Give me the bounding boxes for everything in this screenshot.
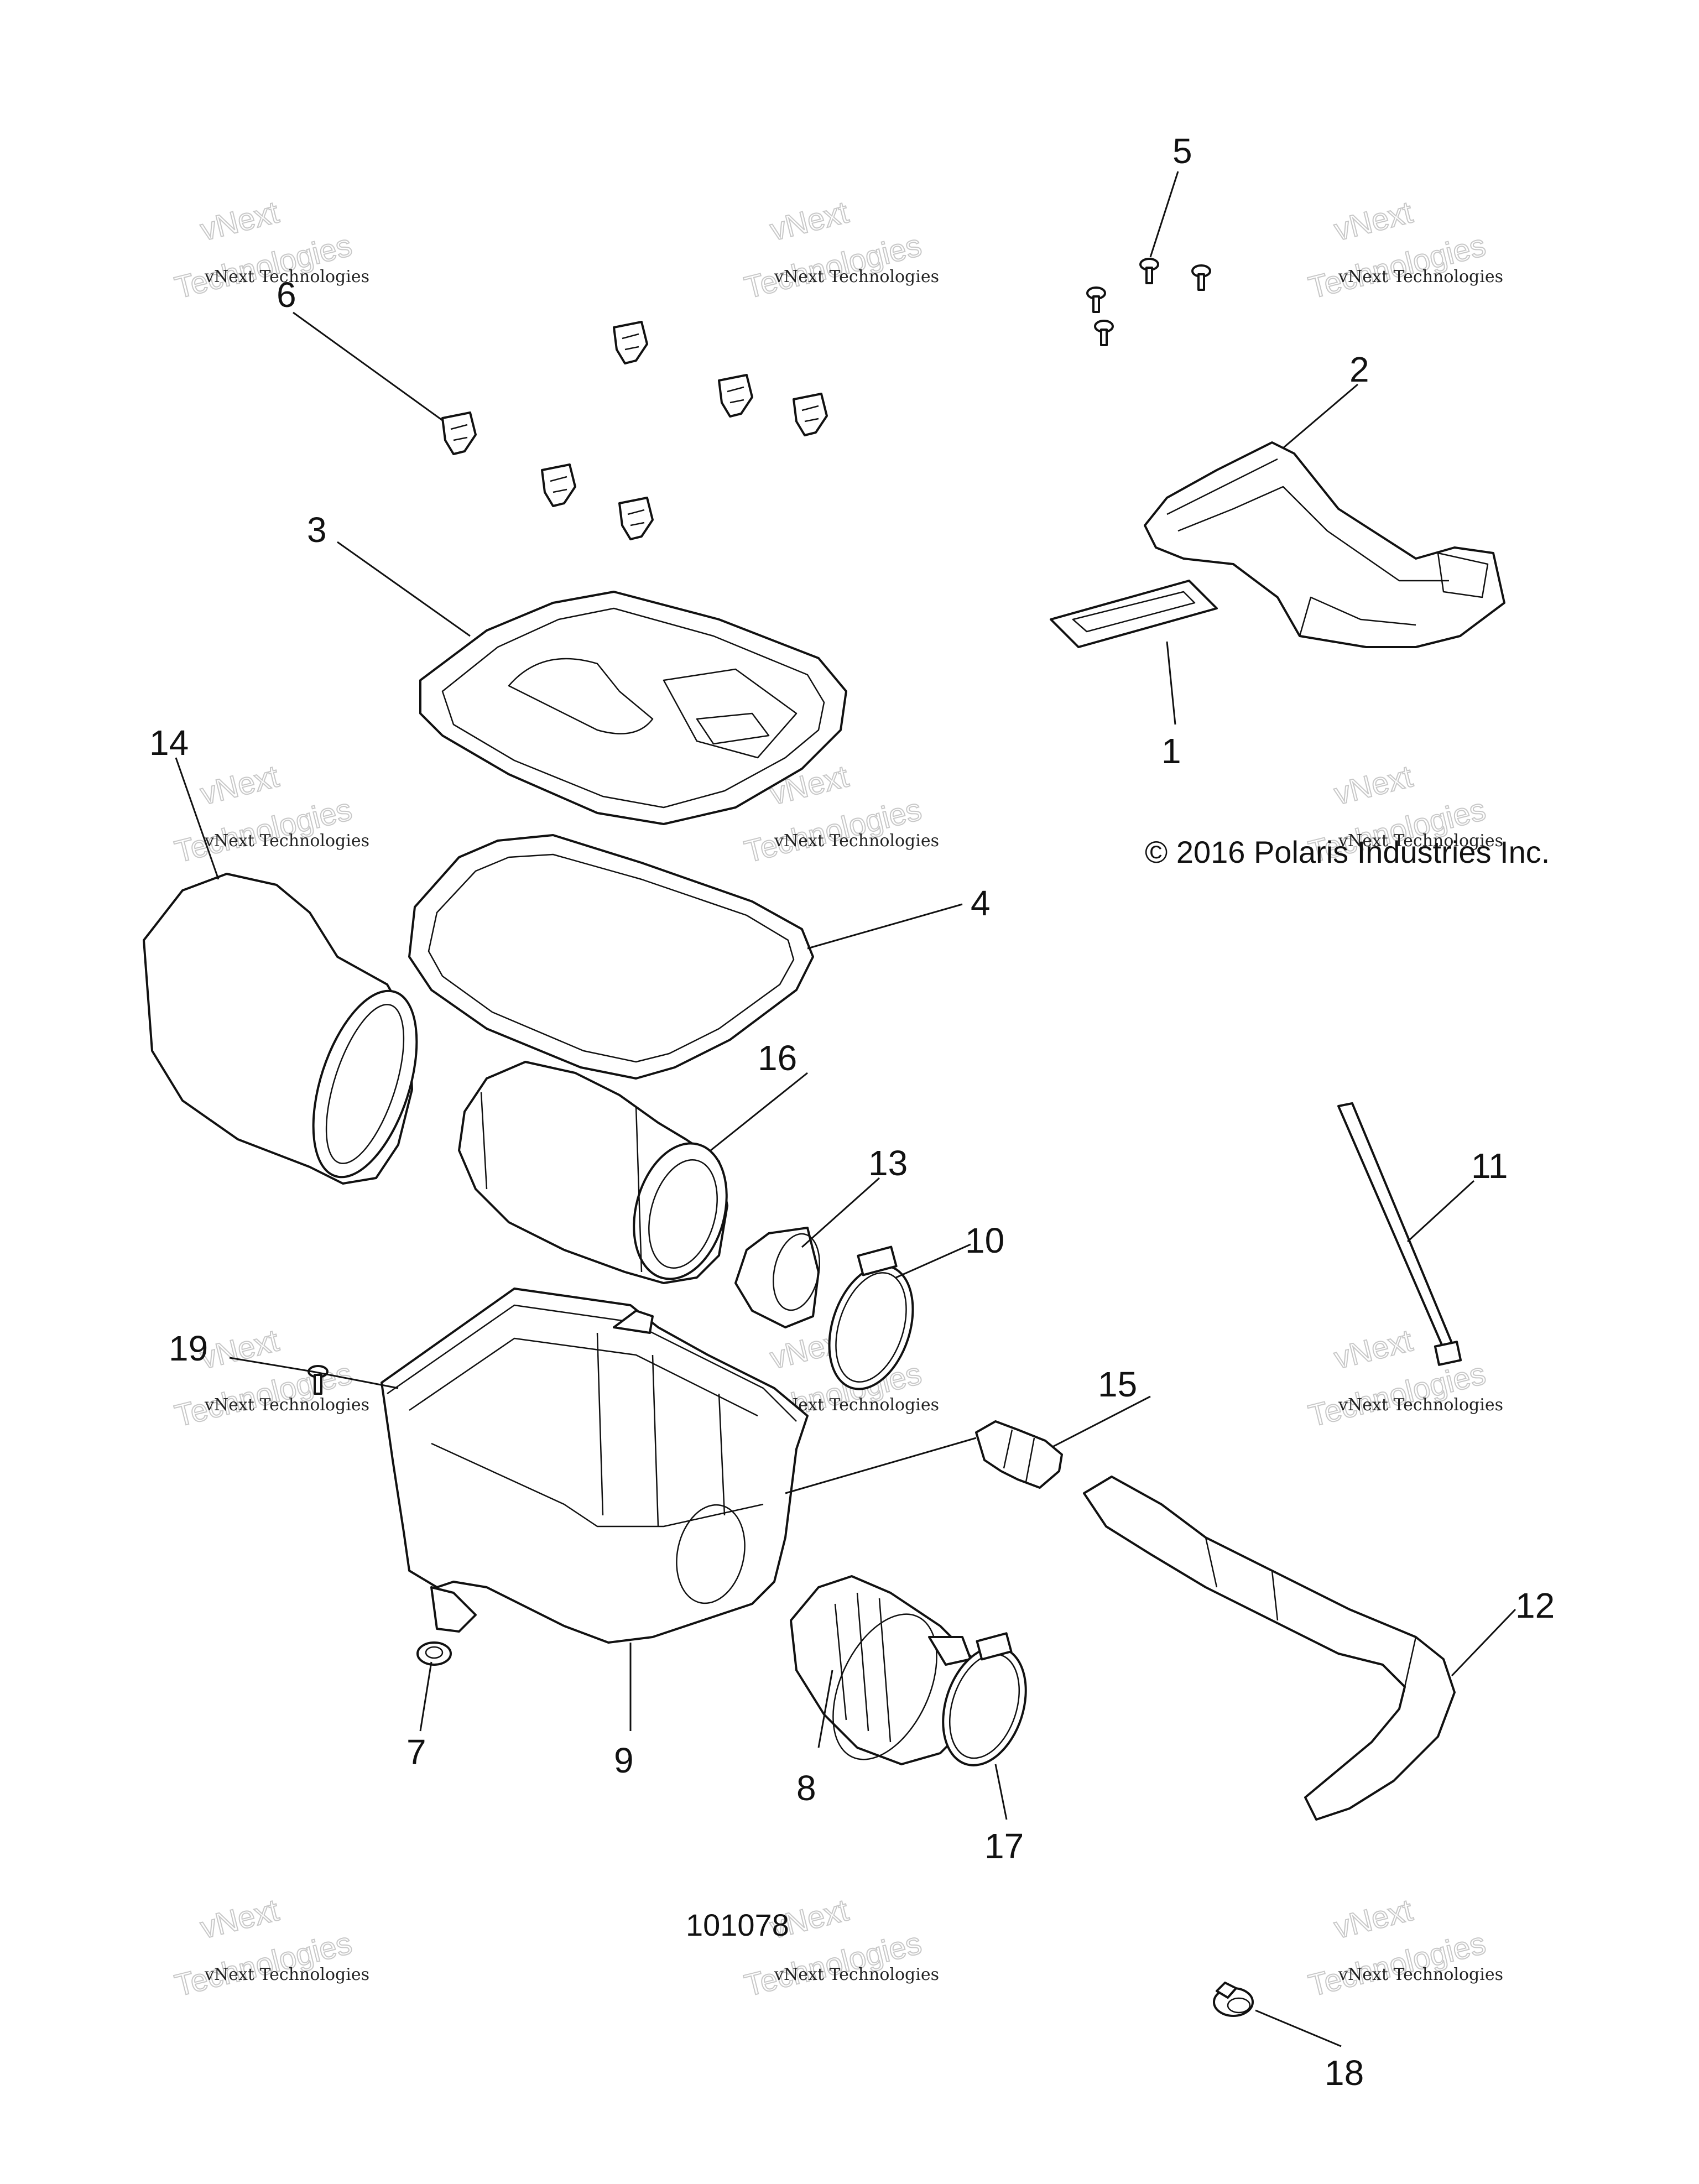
watermark: vNext Technologies vNext Technologies: [1305, 1322, 1503, 1434]
svg-text:vNext Technologies: vNext Technologies: [204, 831, 369, 851]
svg-text:vNext: vNext: [767, 194, 852, 247]
callout-12: 12: [1515, 1586, 1555, 1625]
part-5-screws: [1086, 258, 1211, 346]
watermark: vNext Technologies vNext Technologies: [741, 194, 939, 305]
part-7-grommet: [416, 1641, 452, 1666]
svg-text:Technologies: Technologies: [741, 791, 925, 869]
svg-text:vNext: vNext: [1331, 194, 1416, 247]
watermark: vNext Technologies vNext Technologies: [1305, 194, 1503, 305]
part-11-strap: [1337, 1102, 1462, 1366]
svg-text:vNext: vNext: [1331, 1322, 1416, 1375]
callout-9: 9: [614, 1740, 634, 1780]
part-1-gasket: [1050, 580, 1218, 648]
callout-16: 16: [758, 1038, 797, 1078]
svg-text:vNext: vNext: [197, 1322, 283, 1375]
svg-text:vNext: vNext: [1331, 758, 1416, 811]
callout-2: 2: [1349, 350, 1369, 389]
svg-text:vNext Technologies: vNext Technologies: [204, 1395, 369, 1415]
part-9-airbox: [381, 1288, 809, 1644]
svg-text:vNext Technologies: vNext Technologies: [774, 1965, 939, 1984]
callout-14: 14: [149, 723, 189, 763]
callout-15: 15: [1098, 1364, 1137, 1404]
svg-text:vNext: vNext: [1331, 1892, 1416, 1945]
callout-6: 6: [277, 275, 296, 315]
svg-text:Technologies: Technologies: [171, 791, 355, 869]
callout-4: 4: [971, 883, 991, 923]
callout-5: 5: [1172, 131, 1192, 171]
svg-text:Technologies: Technologies: [1305, 227, 1489, 305]
callout-10: 10: [965, 1221, 1004, 1260]
part-4-seal: [408, 834, 814, 1080]
svg-text:vNext Technologies: vNext Technologies: [1338, 831, 1503, 851]
callout-18: 18: [1325, 2053, 1364, 2093]
part-17-clamp: [942, 1632, 1027, 1766]
svg-text:vNext: vNext: [197, 1892, 283, 1945]
drawing-number: 101078: [686, 1907, 789, 1942]
part-12-hose: [1083, 1476, 1456, 1821]
svg-text:Technologies: Technologies: [741, 227, 925, 305]
callout-labels: 1 2 3 4 5 6 7 8 9 10 11 12 13 14 15 16 1…: [149, 131, 1555, 2093]
callout-19: 19: [169, 1328, 208, 1368]
svg-text:vNext: vNext: [197, 194, 283, 247]
svg-text:vNext Technologies: vNext Technologies: [204, 1965, 369, 1984]
watermark: vNext Technologies vNext Technologies: [171, 194, 369, 305]
svg-text:vNext Technologies: vNext Technologies: [774, 831, 939, 851]
part-6-clips: [441, 321, 828, 540]
svg-text:vNext Technologies: vNext Technologies: [1338, 1395, 1503, 1415]
svg-text:vNext Technologies: vNext Technologies: [1338, 267, 1503, 286]
part-3-airbox-cover: [419, 591, 847, 825]
part-10-clamp: [828, 1245, 914, 1390]
svg-text:vNext Technologies: vNext Technologies: [1338, 1965, 1503, 1984]
svg-text:vNext Technologies: vNext Technologies: [204, 267, 369, 286]
watermark: vNext Technologies vNext Technologies: [1305, 1891, 1503, 2003]
svg-text:vNext Technologies: vNext Technologies: [774, 267, 939, 286]
part-14-prefilter: [143, 873, 418, 1185]
part-2-intake-duct: [1144, 441, 1505, 648]
svg-text:Technologies: Technologies: [171, 227, 355, 305]
watermark: vNext Technologies vNext Technologies: [171, 758, 369, 869]
callout-11: 11: [1471, 1146, 1508, 1186]
part-16-filter: [458, 1061, 728, 1284]
copyright-notice: © 2016 Polaris Industries Inc.: [1145, 835, 1550, 869]
part-18-hose-clamp: [1213, 1982, 1254, 2017]
svg-text:Technologies: Technologies: [1305, 1925, 1489, 2003]
part-15-fitting: [975, 1420, 1063, 1489]
callout-1: 1: [1161, 731, 1181, 771]
callout-3: 3: [307, 510, 327, 550]
part-13-ring: [734, 1227, 820, 1328]
svg-text:Technologies: Technologies: [171, 1925, 355, 2003]
svg-text:vNext: vNext: [197, 758, 283, 811]
callout-17: 17: [984, 1826, 1024, 1866]
callout-7: 7: [406, 1732, 426, 1772]
leader-lines: [175, 171, 1516, 2047]
watermark: vNext Technologies vNext Technologies: [171, 1891, 369, 2003]
svg-text:Technologies: Technologies: [1305, 1356, 1489, 1433]
callout-8: 8: [796, 1768, 816, 1808]
callout-13: 13: [868, 1143, 908, 1183]
